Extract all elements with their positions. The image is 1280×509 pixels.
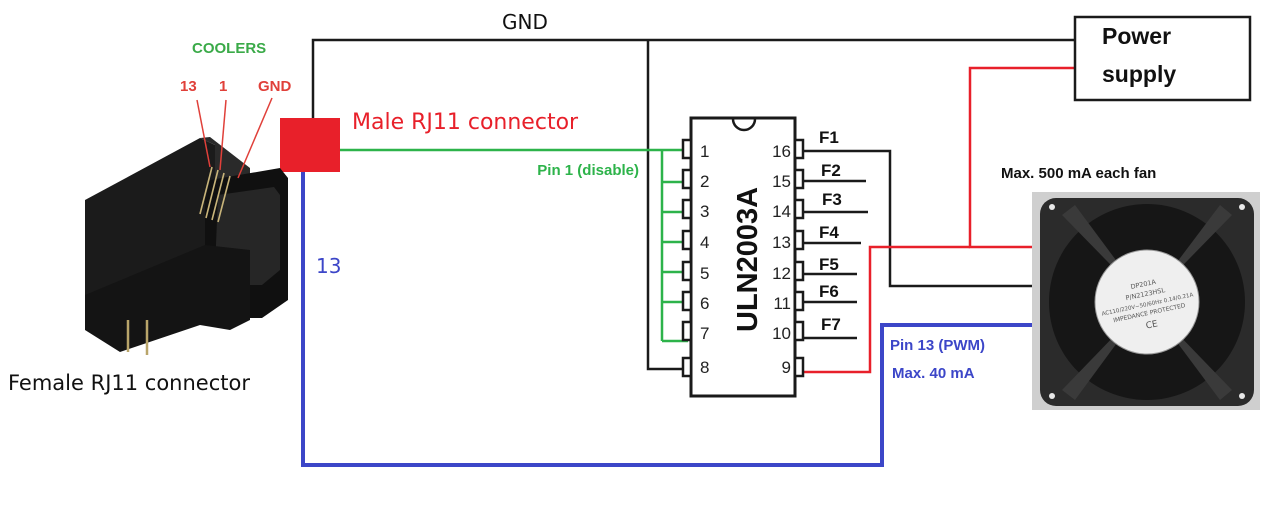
pin-number: 14 [772, 202, 791, 221]
pin-number: 12 [772, 264, 791, 283]
power-supply-box [1073, 15, 1252, 102]
male-rj11-connector [280, 118, 340, 172]
output-label: F5 [819, 255, 839, 274]
max-40ma-label: Max. 40 mA [892, 365, 975, 382]
pin-number: 8 [700, 358, 709, 377]
pin-number: 7 [700, 324, 709, 343]
output-label: F6 [819, 282, 839, 301]
pin-gnd-label: GND [258, 78, 292, 95]
coolers-label: COOLERS [192, 40, 266, 57]
output-labels: F1 F2 F3 F4 F5 F6 F7 [819, 128, 842, 334]
chip-name: ULN2003A [732, 187, 764, 332]
pin-number: 15 [772, 172, 791, 191]
wire-13-label: 13 [316, 254, 341, 278]
f1-to-fan-wire [797, 149, 1032, 288]
power-supply-label-line2: supply [1102, 61, 1176, 87]
pin1-disable-label: Pin 1 (disable) [537, 162, 639, 179]
pin-number: 4 [700, 233, 709, 252]
pin13-pwm-label: Pin 13 (PWM) [890, 337, 985, 354]
pin-13-label: 13 [180, 78, 197, 95]
output-label: F3 [822, 190, 842, 209]
output-label: F7 [821, 315, 841, 334]
female-connector-label: Female RJ11 connector [8, 371, 250, 395]
left-pin-numbers: 1 2 3 4 5 6 7 8 [700, 142, 709, 377]
power-to-fan-wire [968, 66, 1076, 249]
pin-number: 3 [700, 202, 709, 221]
pin-number: 6 [700, 294, 709, 313]
pin-number: 10 [772, 324, 791, 343]
pin-number: 2 [700, 172, 709, 191]
pin-number: 5 [700, 264, 709, 283]
pin9-power-wire [797, 245, 970, 374]
male-connector-label: Male RJ11 connector [352, 110, 579, 135]
pin-number: 9 [782, 358, 791, 377]
output-label: F1 [819, 128, 839, 147]
pin-number: 1 [700, 142, 709, 161]
fan-image: DP201A P/N2123HSL AC110/220V~50/60Hz 0.1… [1032, 192, 1260, 410]
output-label: F2 [821, 161, 841, 180]
pin-number: 13 [772, 233, 791, 252]
max-500ma-label: Max. 500 mA each fan [1001, 165, 1156, 182]
uln2003a-chip: ULN2003A [681, 116, 805, 398]
pwm-wire [301, 168, 1032, 467]
pin-1-label: 1 [219, 78, 227, 95]
fan-label-line: CE [1145, 319, 1159, 331]
female-rj11-connector-image [85, 97, 288, 355]
right-pin-numbers: 16 15 14 13 12 11 10 9 [772, 142, 791, 377]
pin-number: 16 [772, 142, 791, 161]
output-stubs [797, 179, 868, 340]
gnd-wire [311, 38, 1076, 118]
power-supply-label-line1: Power [1102, 23, 1171, 49]
output-label: F4 [819, 223, 839, 242]
pin-number: 11 [773, 294, 791, 313]
gnd-label: GND [502, 10, 548, 34]
